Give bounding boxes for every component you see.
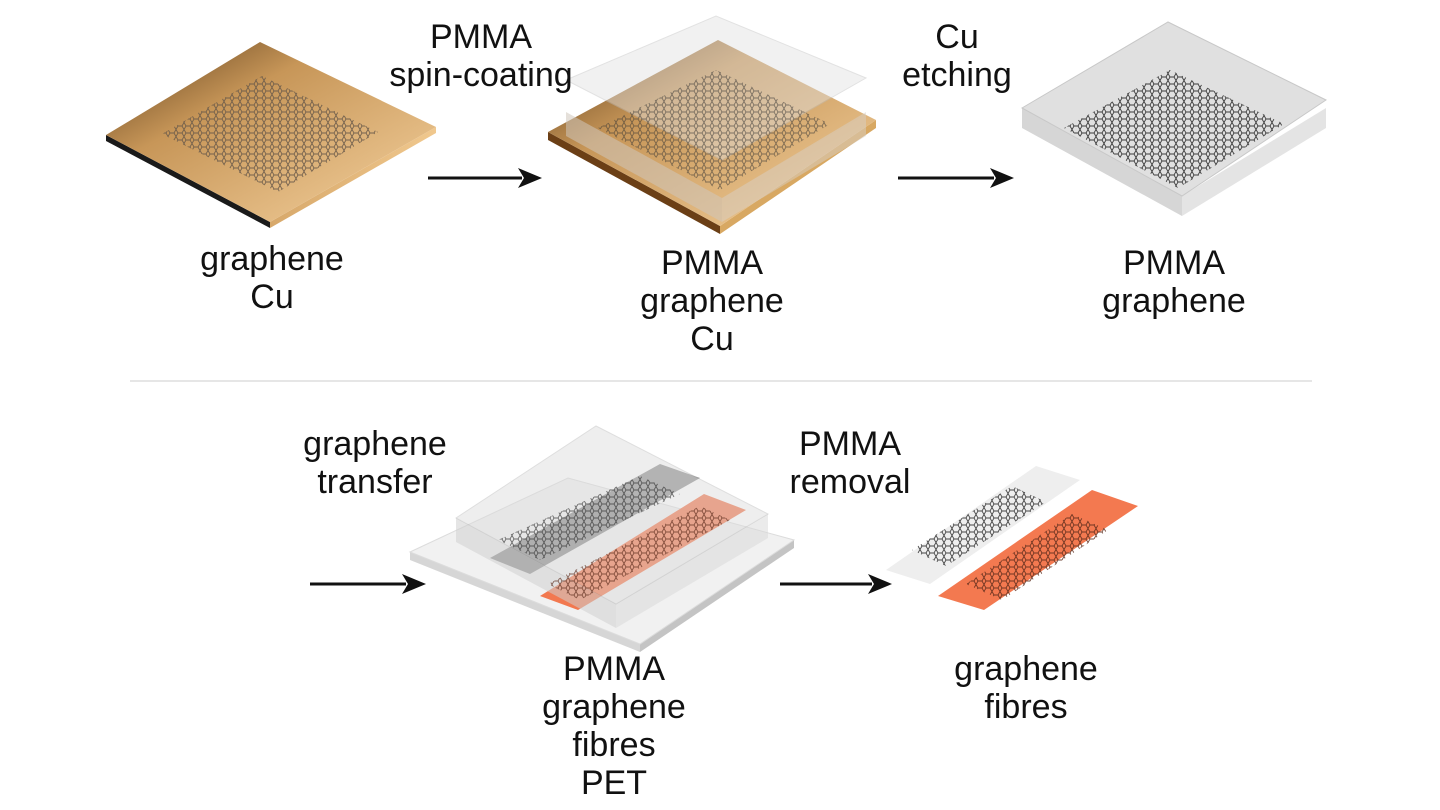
- stage-label-3: PMMA graphene: [1102, 244, 1246, 320]
- step-label-pmma-spin-coating: PMMA spin-coating: [389, 18, 573, 94]
- stage-label-2: PMMA graphene Cu: [640, 244, 784, 358]
- arrow-spin-coating: [428, 168, 542, 188]
- graphene-on-orange-fibre: [966, 514, 1108, 600]
- cu-foil-edge-left: [548, 132, 720, 234]
- pmma-block-front-right: [1182, 108, 1326, 216]
- graphene-sheet: [162, 76, 378, 192]
- pet-substrate-front-left: [410, 552, 640, 652]
- stage-label-4: PMMA graphene fibres PET: [542, 650, 686, 802]
- section-divider: [130, 380, 1312, 382]
- graphene-on-orange-fibre: [548, 506, 730, 600]
- graphene-on-dark-fibre: [498, 476, 680, 560]
- stage5-graphene-fibres: [886, 466, 1138, 610]
- graphene-sheet: [598, 70, 830, 190]
- stage1-graphene-on-cu: [106, 42, 436, 228]
- step-label-pmma-removal: PMMA removal: [789, 425, 911, 501]
- stage-label-1: graphene Cu: [200, 240, 344, 316]
- pmma-block-front-left: [566, 112, 722, 222]
- pmma-block-front-left: [456, 518, 616, 628]
- cu-foil-edge-right: [270, 127, 436, 228]
- arrow-cu-etching: [898, 168, 1014, 188]
- arrow-graphene-transfer: [310, 574, 426, 594]
- graphene-sheet: [1064, 70, 1284, 188]
- stage4-pmma-graphene-fibres-pet: [408, 425, 796, 652]
- step-label-cu-etching: Cu etching: [902, 18, 1012, 94]
- pmma-block-front-right: [616, 514, 768, 628]
- graphene-on-light-fibre: [912, 486, 1046, 566]
- step-label-graphene-transfer: graphene transfer: [303, 425, 447, 501]
- stage3-pmma-graphene: [1020, 21, 1327, 216]
- pmma-block-front-left: [1022, 108, 1182, 216]
- pmma-block-front-right: [722, 112, 866, 222]
- pet-substrate-front-right: [640, 540, 794, 652]
- cu-foil-edge-left: [106, 135, 270, 228]
- arrow-pmma-removal: [780, 574, 892, 594]
- stage-label-5: graphene fibres: [954, 650, 1098, 726]
- stage2-pmma-graphene-cu: [548, 15, 876, 234]
